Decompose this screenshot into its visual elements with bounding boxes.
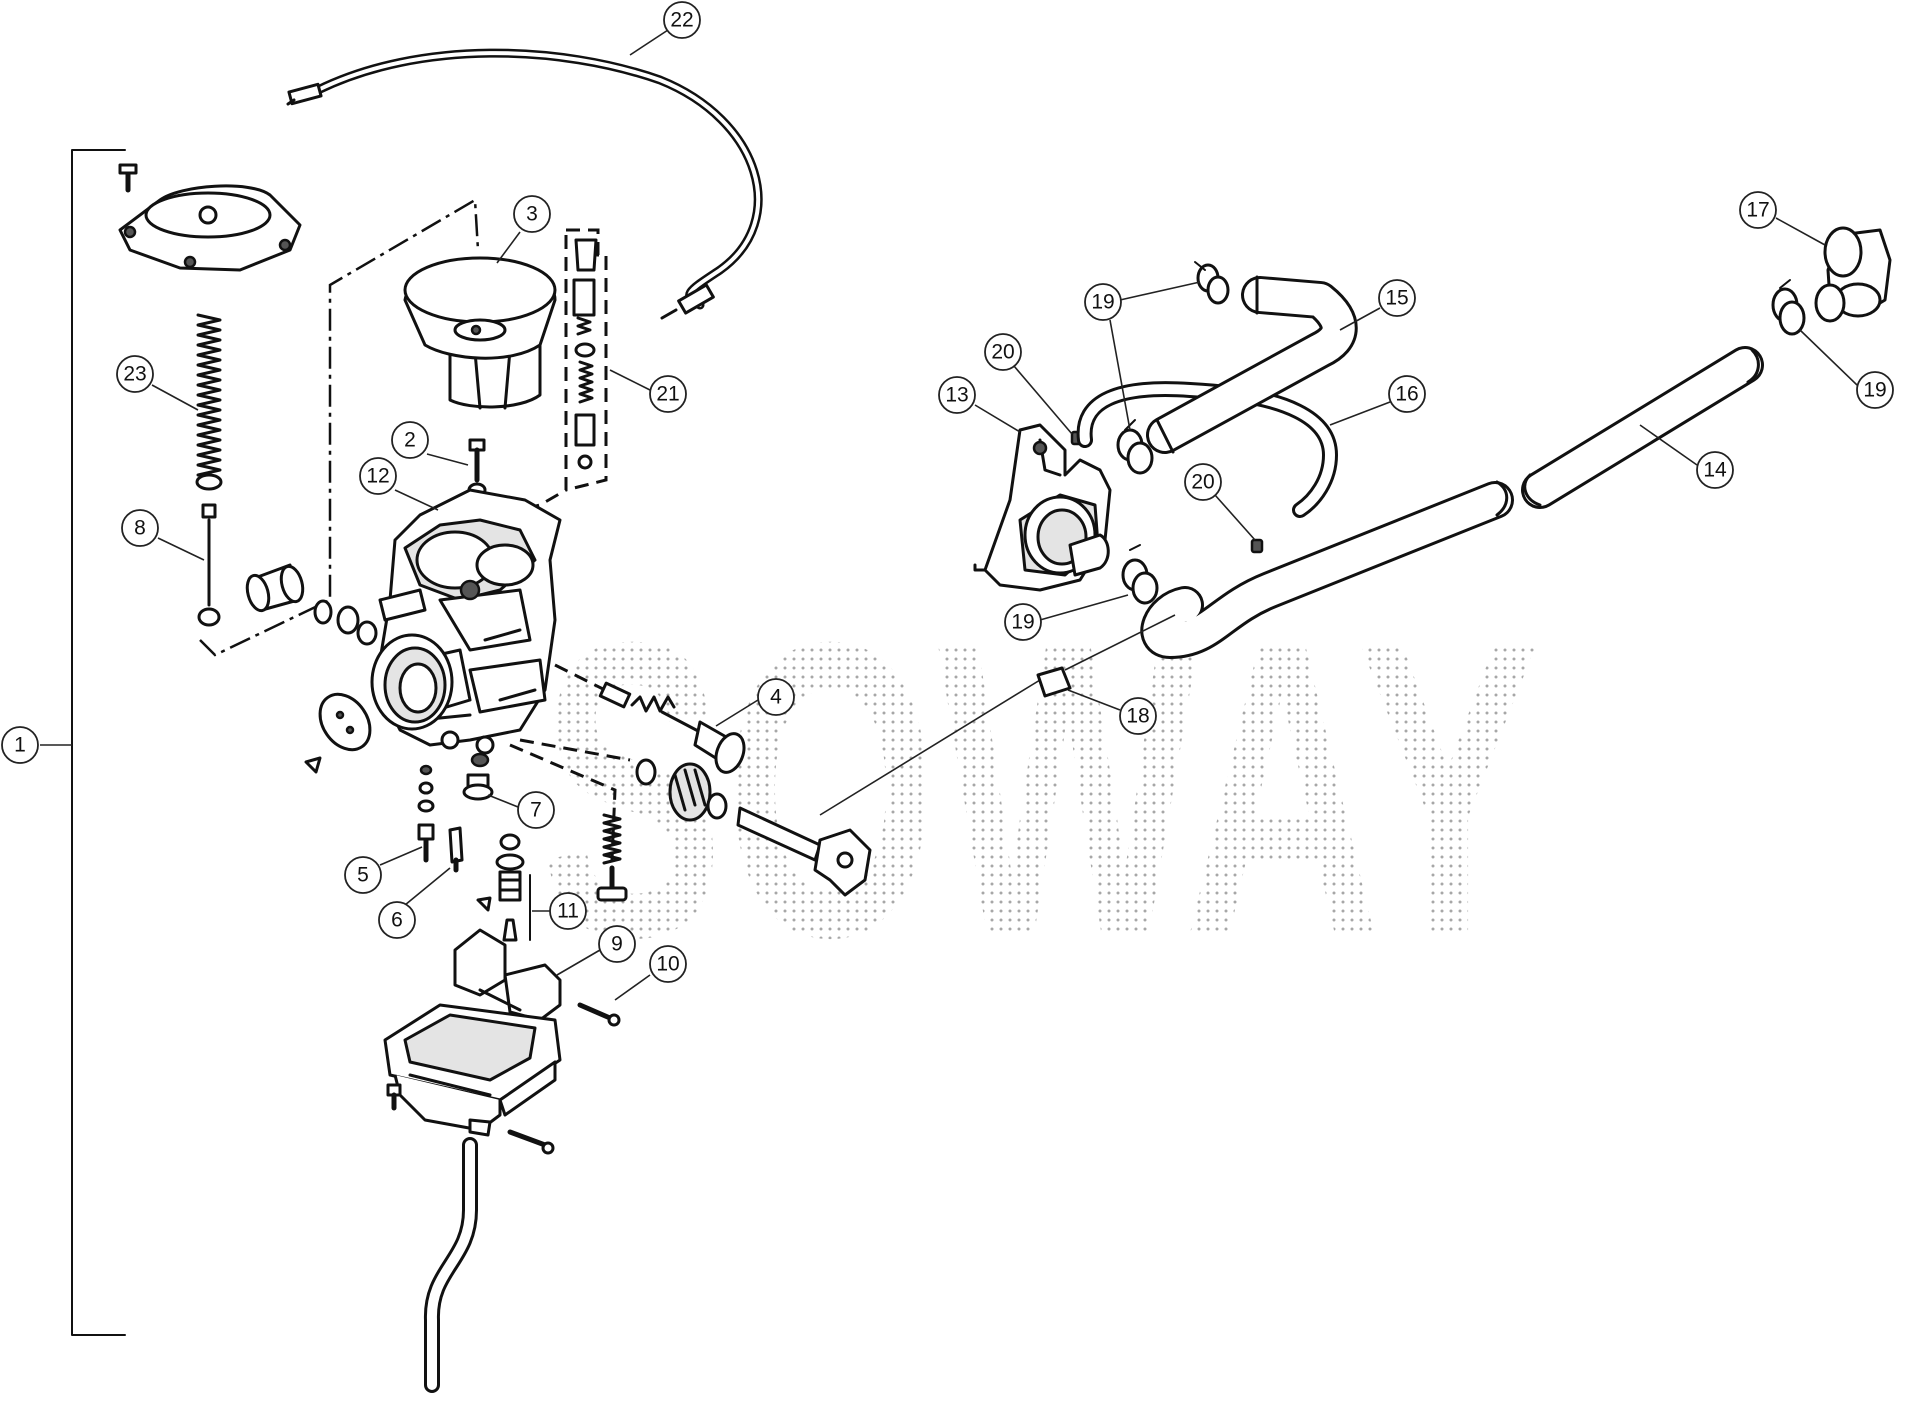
float [453,928,562,1022]
svg-text:3: 3 [526,203,538,226]
callout-6: 6 [378,867,451,939]
jet-needle [197,503,221,627]
hose-fitting [1036,614,1176,698]
reed-valve-body [973,423,1112,592]
callout-23: 23 [116,355,199,411]
svg-text:11: 11 [557,900,579,923]
float-bowl [383,1003,562,1155]
drain-bolt [462,752,494,801]
callout-15: 15 [1339,279,1416,331]
callout-20-upper: 20 [984,333,1073,435]
callout-11: 11 [532,892,587,930]
svg-text:19: 19 [1863,379,1886,402]
callout-3: 3 [496,195,551,264]
hose-clip-top [1194,261,1230,305]
slide-piston [403,256,557,410]
lower-hose [1140,480,1514,659]
callout-19-lower: 19 [1004,594,1129,641]
svg-text:21: 21 [656,383,679,406]
callout-20-lower: 20 [1184,463,1256,541]
hose-clips [1116,261,1806,605]
throttle-cable [286,48,763,320]
svg-text:2: 2 [404,429,416,452]
callout-5: 5 [344,846,423,894]
callout-9: 9 [556,925,636,976]
callout-10: 10 [614,945,687,1001]
svg-text:23: 23 [123,363,146,386]
vacuum-nipple-lower [1250,538,1264,554]
svg-text:18: 18 [1126,705,1149,728]
callout-14: 14 [1639,424,1734,489]
svg-text:5: 5 [357,864,369,887]
callout-13: 13 [938,376,1021,433]
svg-text:10: 10 [656,953,679,976]
svg-text:1: 1 [14,734,26,757]
svg-text:20: 20 [991,341,1014,364]
callout-22: 22 [629,1,701,56]
svg-text:22: 22 [670,9,693,32]
diaphragm-spring [195,313,223,491]
callout-12: 12 [359,457,439,511]
svg-text:19: 19 [1011,611,1034,634]
assembly-line-left [199,197,480,657]
throttle-shaft [519,738,872,897]
upper-hose [1146,275,1358,454]
svg-text:13: 13 [945,384,968,407]
callout-21: 21 [609,369,687,413]
carb-top-cover [118,163,302,272]
idle-adjust-screw [596,813,628,902]
drain-tube [423,1137,478,1393]
carburetor-body [370,488,562,755]
callout-8: 8 [121,509,205,561]
main-jet-stack [417,764,464,873]
callout-2: 2 [391,421,469,466]
svg-text:15: 15 [1385,287,1408,310]
throttle-plate [304,692,372,774]
callout-19-right: 19 [1799,329,1894,409]
vacuum-hose [1076,381,1339,518]
float-pin-screw [577,1002,621,1027]
svg-text:4: 4 [770,686,782,709]
svg-text:17: 17 [1746,199,1769,222]
svg-text:8: 8 [134,517,146,540]
svg-text:7: 7 [530,799,542,822]
callout-1: 1 [1,726,39,764]
float-needle-valve [476,833,531,942]
hose-clip-right [1771,279,1806,336]
assembly-line-right [819,679,1041,816]
callouts: 1 2 3 4 5 6 [1,1,1894,1001]
callout-16: 16 [1329,375,1426,426]
pilot-screw [554,663,746,774]
svg-text:20: 20 [1191,471,1214,494]
callout-7: 7 [487,791,555,829]
svg-text:12: 12 [366,465,389,488]
inlet-o-rings [313,599,378,646]
body-collar [245,563,305,613]
svg-text:6: 6 [391,909,403,932]
hose-clip-mid [1116,419,1154,475]
assembly-bracket [40,149,126,1336]
callout-18: 18 [1067,689,1157,735]
svg-text:9: 9 [611,933,623,956]
svg-text:19: 19 [1091,291,1114,314]
svg-text:16: 16 [1395,383,1418,406]
hose-elbow [1814,226,1892,323]
svg-text:14: 14 [1703,459,1727,482]
hose-clip-low [1121,544,1159,605]
callout-17: 17 [1739,191,1826,246]
callout-4: 4 [715,678,795,727]
callout-19-upper: 19 [1084,281,1201,431]
